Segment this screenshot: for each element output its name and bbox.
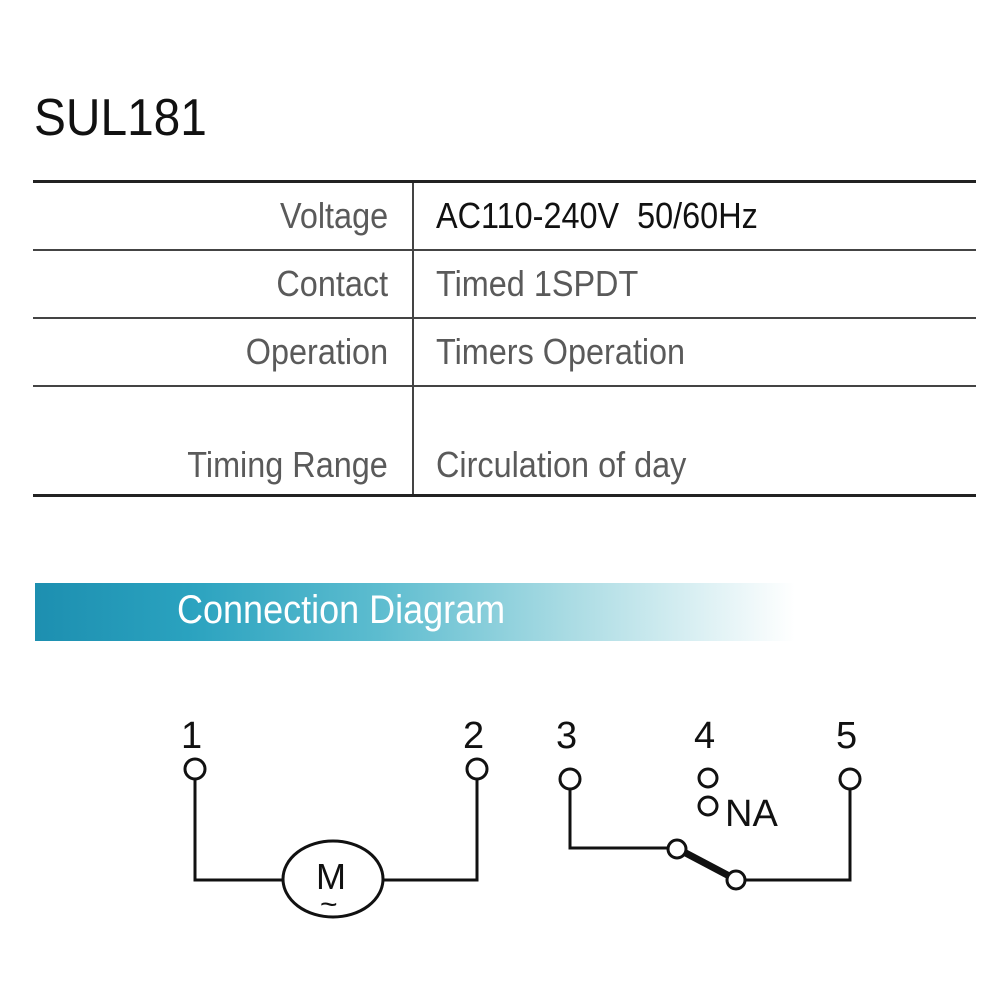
wire-5 bbox=[743, 790, 852, 882]
spec-value: AC110-240V 50/60Hz bbox=[436, 194, 758, 236]
spec-value: Timers Operation bbox=[436, 330, 686, 372]
terminal-2-label: 2 bbox=[463, 715, 484, 757]
switch-pivot-left bbox=[666, 838, 688, 860]
na-contact-circle bbox=[697, 795, 719, 817]
terminal-4-circle bbox=[697, 767, 719, 789]
terminal-3-circle bbox=[558, 767, 582, 791]
na-label: NA bbox=[725, 793, 778, 835]
section-banner: Connection Diagram bbox=[35, 583, 795, 641]
spec-table: Voltage AC110-240V 50/60Hz Contact Timed… bbox=[33, 180, 976, 497]
wire-2 bbox=[384, 780, 479, 882]
terminal-2-circle bbox=[465, 757, 489, 781]
spec-label: Timing Range bbox=[33, 385, 414, 496]
switch-pivot-right bbox=[725, 869, 747, 891]
spec-row-contact: Contact Timed 1SPDT bbox=[33, 249, 976, 318]
motor-m-label: M bbox=[316, 856, 346, 897]
spec-row-operation: Operation Timers Operation bbox=[33, 317, 976, 386]
terminal-1-label: 1 bbox=[181, 715, 202, 757]
spec-label: Operation bbox=[33, 317, 414, 386]
terminal-4-label: 4 bbox=[694, 715, 715, 757]
spec-value: Circulation of day bbox=[436, 444, 687, 485]
wire-1 bbox=[193, 780, 284, 882]
motor-symbol bbox=[281, 839, 385, 919]
spec-row-voltage: Voltage AC110-240V 50/60Hz bbox=[33, 181, 976, 250]
wire-3 bbox=[568, 790, 672, 850]
terminal-5-label: 5 bbox=[836, 715, 857, 757]
terminal-5-circle bbox=[838, 767, 862, 791]
spec-label: Contact bbox=[33, 249, 414, 318]
section-title: Connection Diagram bbox=[177, 588, 506, 632]
motor-tilde-label: ~ bbox=[320, 888, 338, 921]
switch-blade bbox=[678, 846, 735, 882]
model-title: SUL181 bbox=[34, 89, 207, 147]
terminal-1-circle bbox=[183, 757, 207, 781]
terminal-3-label: 3 bbox=[556, 715, 577, 757]
spec-row-timing-range: Timing Range Circulation of day bbox=[33, 385, 976, 496]
spec-value: Timed 1SPDT bbox=[436, 262, 639, 304]
spec-label: Voltage bbox=[33, 181, 414, 250]
